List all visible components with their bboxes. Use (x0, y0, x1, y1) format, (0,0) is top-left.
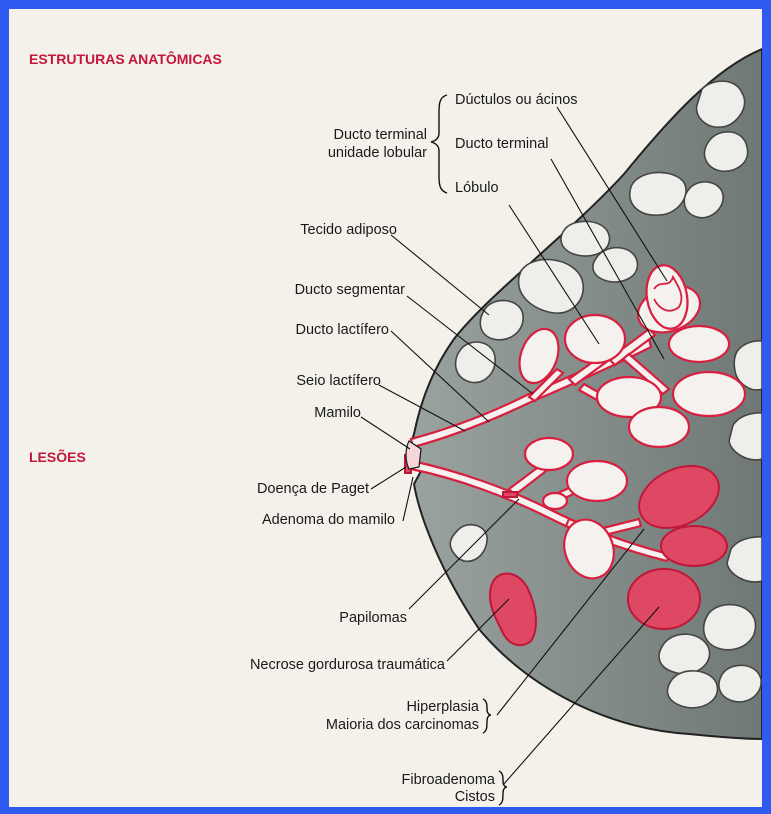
label-ducto-terminal-unidade-2: unidade lobular (328, 145, 427, 161)
label-ducto-terminal-unidade-1: Ducto terminal (334, 127, 427, 143)
heading-lesions: LESÕES (29, 448, 86, 465)
label-cistos: Cistos (455, 789, 495, 805)
label-mamilo: Mamilo (314, 405, 361, 421)
label-ducto-lactifero: Ducto lactífero (296, 322, 390, 338)
label-carcinomas: Maioria dos carcinomas (326, 717, 479, 733)
label-ducto-terminal: Ducto terminal (455, 136, 548, 152)
label-tecido-adiposo: Tecido adiposo (300, 222, 397, 238)
brace-ducto-terminal (431, 95, 447, 193)
label-ducto-segmentar: Ducto segmentar (295, 282, 406, 298)
breast-anatomy-diagram: ESTRUTURAS ANATÔMICAS LESÕES Dúctulos ou… (9, 9, 762, 807)
label-necrose: Necrose gordurosa traumática (250, 657, 446, 673)
label-doenca-paget: Doença de Paget (257, 481, 369, 497)
label-lobulo: Lóbulo (455, 180, 499, 196)
brace-hiperplasia (483, 699, 491, 733)
label-hiperplasia: Hiperplasia (406, 699, 479, 715)
heading-anatomical-structures: ESTRUTURAS ANATÔMICAS (29, 50, 222, 67)
label-fibroadenoma: Fibroadenoma (402, 772, 496, 788)
label-seio-lactifero: Seio lactífero (296, 373, 381, 389)
label-ductulos: Dúctulos ou ácinos (455, 92, 578, 108)
diagram-frame: ESTRUTURAS ANATÔMICAS LESÕES Dúctulos ou… (9, 9, 762, 807)
label-papilomas: Papilomas (339, 610, 407, 626)
brace-fibroadenoma (499, 771, 507, 805)
label-adenoma-mamilo: Adenoma do mamilo (262, 512, 395, 528)
